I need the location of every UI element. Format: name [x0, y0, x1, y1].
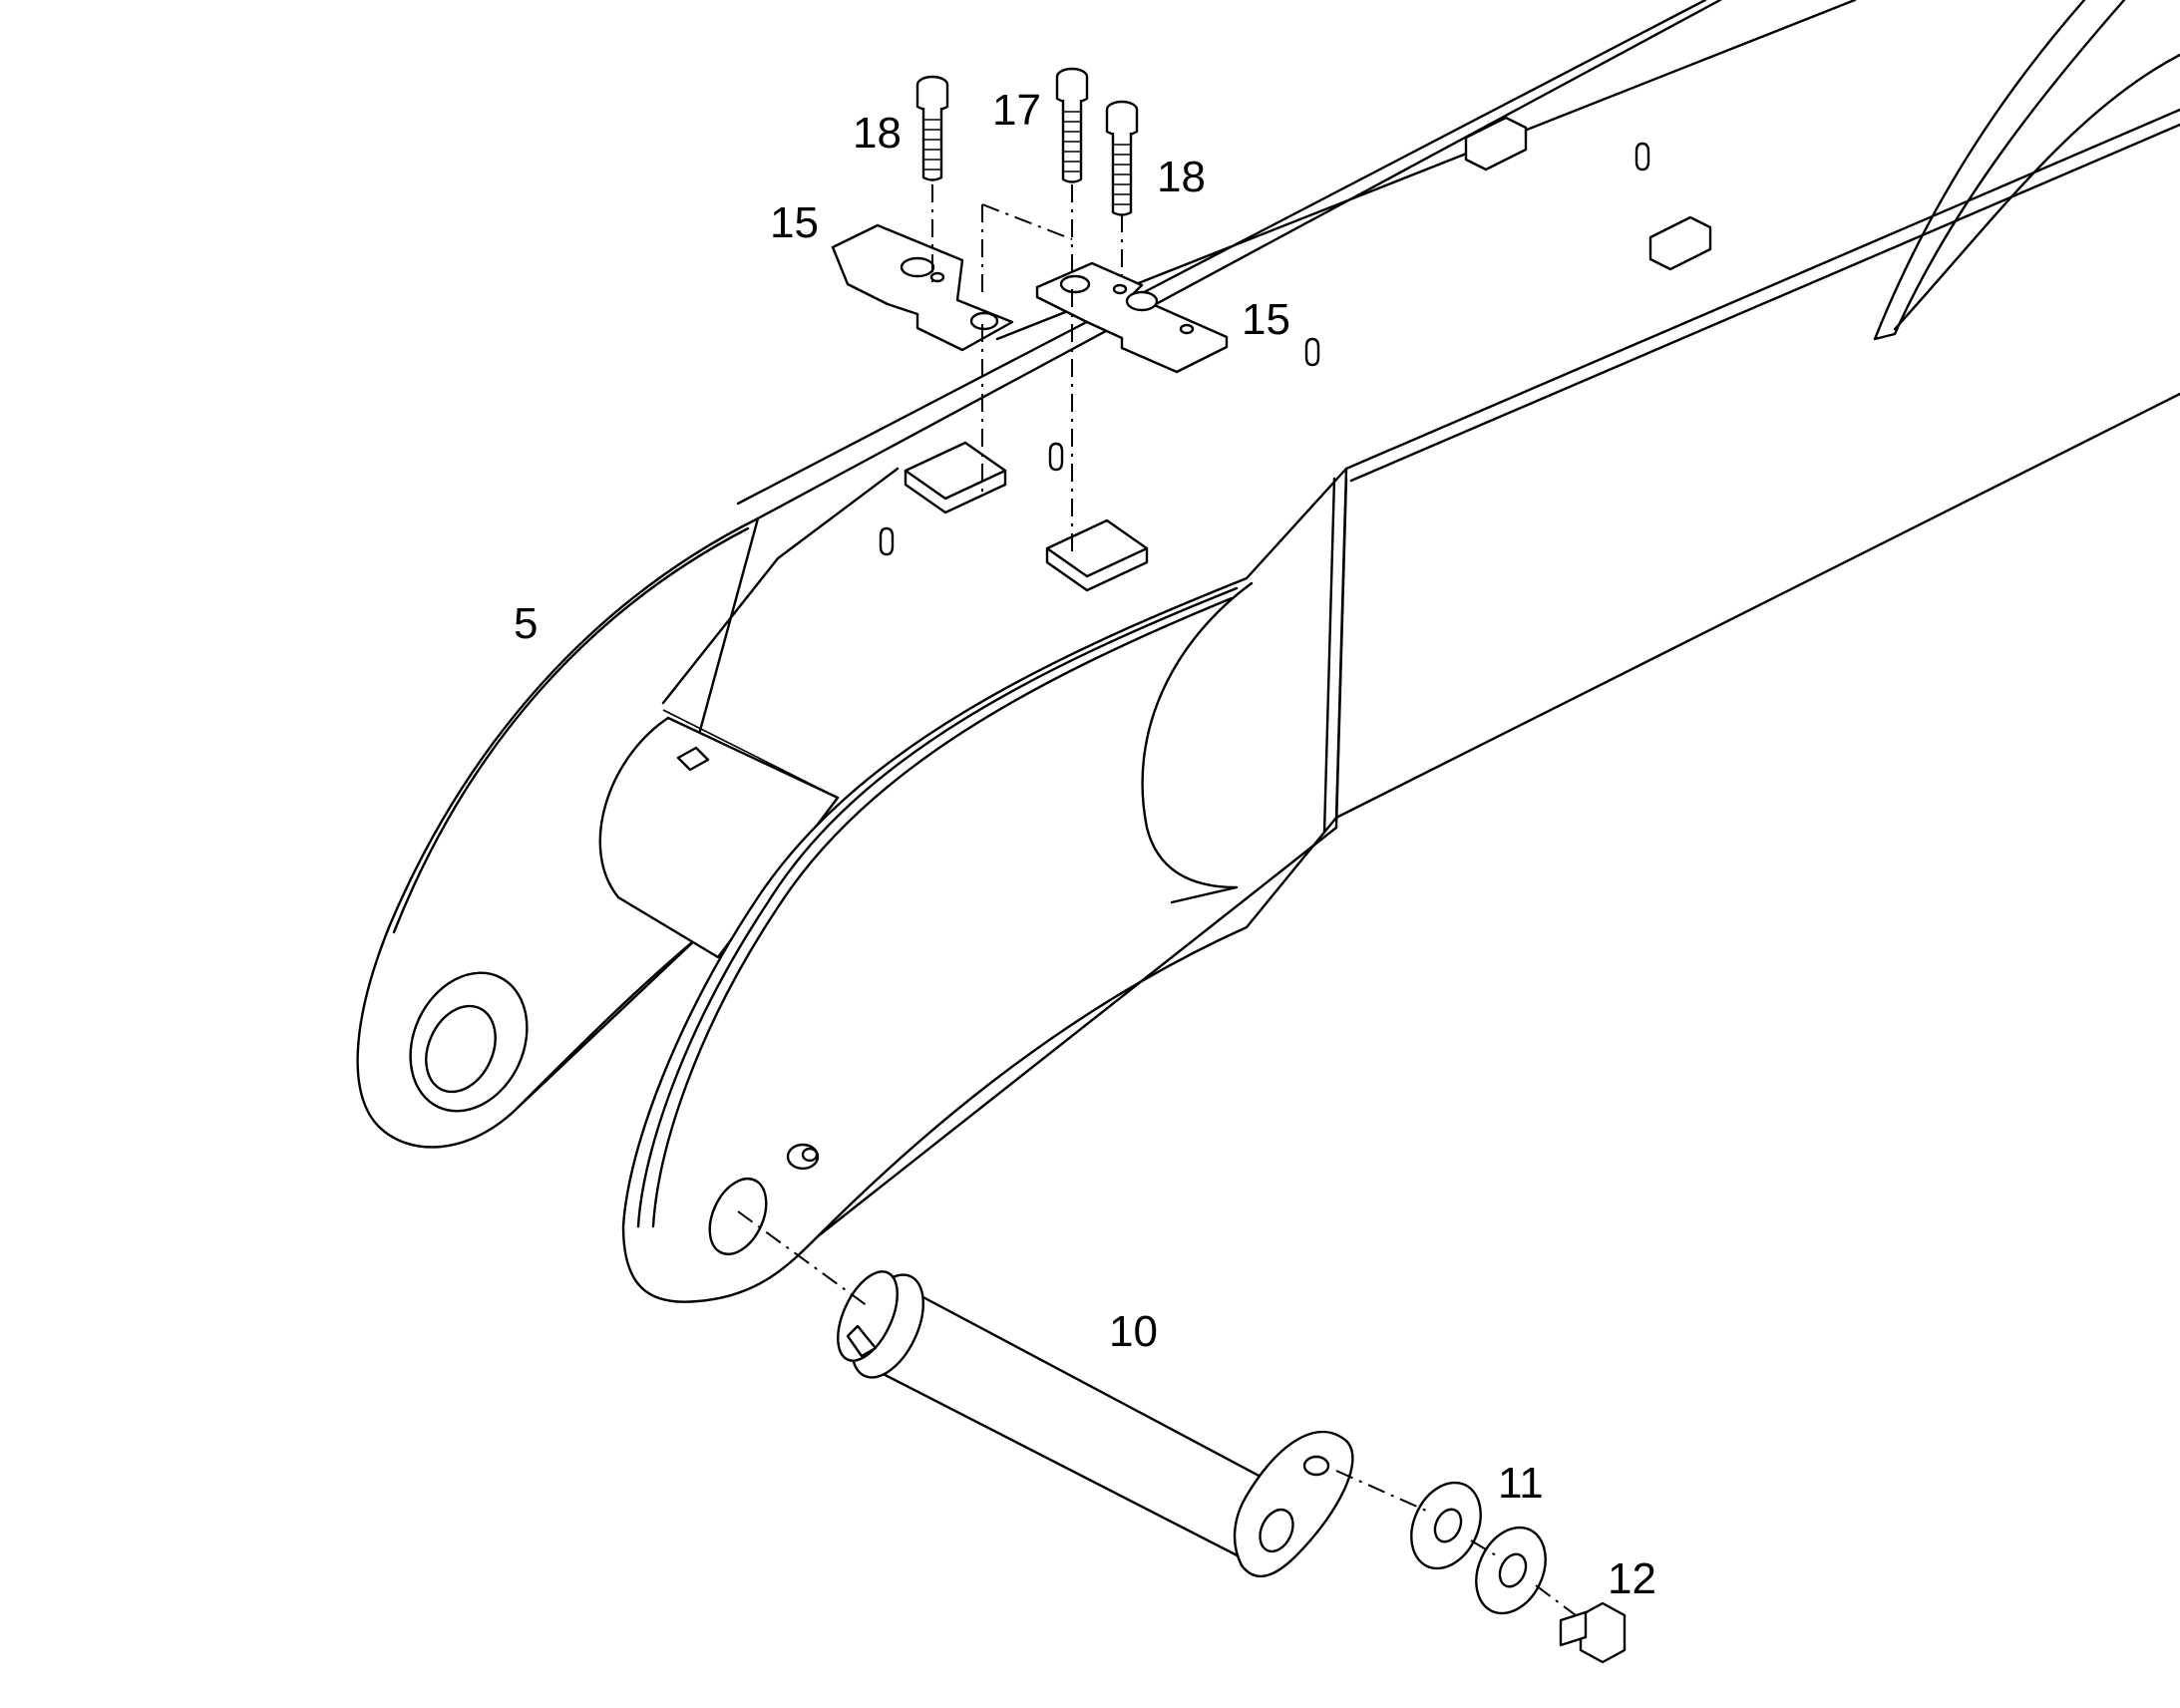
- label-washer: 11: [1498, 1459, 1544, 1508]
- part-labels: 5 10 11 12 15 15 17 18 18: [514, 86, 1656, 1603]
- label-plate-right: 15: [1242, 295, 1290, 344]
- socket-screw-right-18: [1105, 100, 1139, 216]
- socket-screw-left-18: [915, 75, 949, 181]
- socket-screw-center-17: [1055, 67, 1089, 183]
- washer-11: [1410, 1481, 1547, 1615]
- label-pin: 10: [1109, 1307, 1158, 1356]
- label-bolt: 12: [1608, 1554, 1656, 1603]
- label-screw-center: 17: [992, 86, 1041, 135]
- label-screw-left: 18: [853, 109, 902, 158]
- clamp-plate-left: [831, 223, 1014, 352]
- label-boom: 5: [514, 599, 538, 648]
- hex-bolt-12: [1559, 1601, 1627, 1664]
- label-plate-left: 15: [770, 198, 819, 247]
- clamp-plate-right: [1035, 261, 1229, 374]
- assembly-lines: [737, 184, 1577, 1616]
- boom-pin: [837, 1270, 1354, 1577]
- boom-arm: [356, 0, 2180, 1303]
- label-screw-right: 18: [1157, 153, 1206, 201]
